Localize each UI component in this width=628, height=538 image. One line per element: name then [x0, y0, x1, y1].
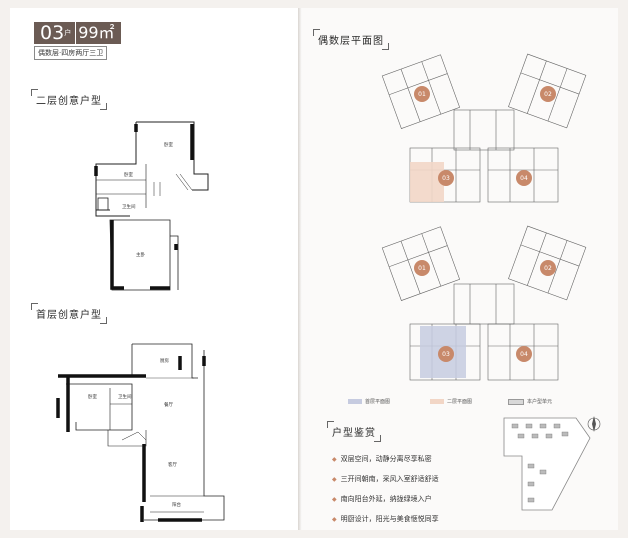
feature-item: 双层空间，动静分离尽享私密: [332, 454, 432, 464]
plan-badge: 03: [442, 175, 450, 182]
right-page: 偶数层平面图 01 02 03 04: [302, 8, 618, 530]
legend-label: 二层平面图: [447, 399, 473, 405]
even-floor-plan-bottom: 01 02 03 04: [381, 225, 587, 381]
plan-badge: 03: [442, 351, 450, 358]
room-label: 主卧: [136, 251, 145, 258]
unit-tag: 03户 99㎡: [34, 22, 121, 44]
even-floor-plan-title: 偶数层平面图: [313, 29, 389, 50]
plan-badge: 04: [520, 351, 528, 358]
second-floor-plan: 卧室 卧室 卫生间 主卧: [94, 121, 209, 291]
legend-label: 本户型单元: [527, 399, 553, 405]
room-label: 卧室: [88, 393, 97, 400]
plan-badge: 04: [520, 175, 528, 182]
room-label: 卧室: [164, 141, 173, 148]
legend-first: 首层平面图: [348, 398, 390, 405]
room-label: 卫生间: [118, 393, 132, 400]
plan-badge: 01: [418, 265, 426, 272]
unit-subtitle: 偶数层·四房两厅三卫: [34, 46, 108, 60]
feature-item: 三开间朝南，采风入室舒适舒适: [332, 474, 439, 484]
book-spine: [298, 8, 304, 530]
room-label: 厨房: [160, 357, 169, 364]
second-floor-title: 二层创意户型: [31, 89, 107, 110]
left-page: 03户 99㎡ 偶数层·四房两厅三卫 二层创意户型 卧室 卧室 卫生间 主卧: [10, 8, 300, 530]
plan-badge: 01: [418, 91, 426, 98]
room-label: 卧室: [124, 171, 133, 178]
north-arrow-icon: [587, 416, 601, 432]
legend-label: 首层平面图: [365, 399, 391, 405]
feature-item: 南向阳台外延，纳拢绿境入户: [332, 494, 432, 504]
first-floor-title: 首层创意户型: [31, 303, 107, 324]
unit-appreciation-title: 户型鉴赏: [327, 421, 381, 442]
room-label: 餐厅: [164, 401, 173, 408]
unit-number: 03户: [34, 22, 76, 44]
plan-badge: 02: [544, 91, 552, 98]
first-floor-plan: 厨房 卧室 卫生间 餐厅 客厅 阳台: [56, 343, 225, 522]
room-label: 客厅: [168, 461, 177, 468]
legend-second: 二层平面图: [430, 398, 472, 405]
even-floor-plan-top: 01 02 03 04: [381, 53, 587, 203]
unit-area: 99㎡: [75, 22, 121, 44]
unit-suffix: 户: [64, 29, 72, 37]
key-plan: [503, 416, 601, 511]
room-label: 阳台: [172, 501, 181, 508]
legend-unit: 本户型单元: [508, 398, 552, 405]
feature-item: 明厨设计，阳光与美食惬悦同享: [332, 514, 439, 524]
plan-badge: 02: [544, 265, 552, 272]
unit-no: 03: [40, 22, 65, 44]
room-label: 卫生间: [122, 203, 136, 210]
